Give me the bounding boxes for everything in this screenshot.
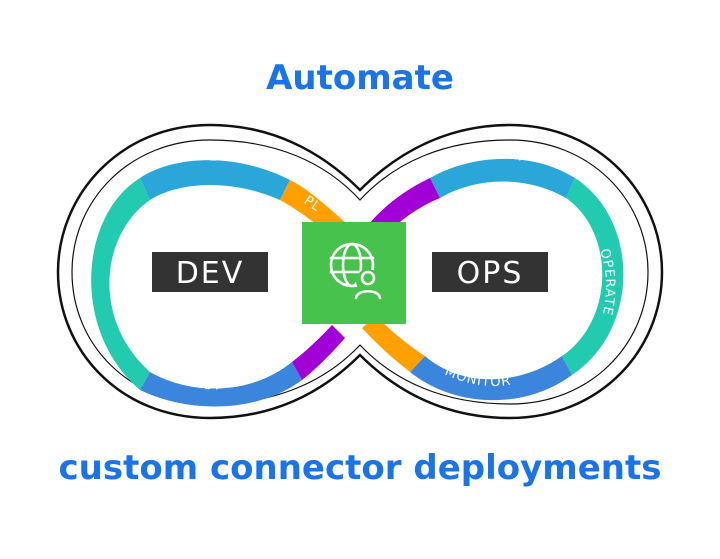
segment-label-test: TEST [184,374,222,394]
center-badge [302,222,406,324]
dev-label: DEV [176,256,245,291]
deploy-segment [430,158,575,198]
ops-label: OPS [457,256,524,291]
test-segment [140,362,302,407]
orange-right-segment [362,316,425,372]
segment-label-deploy: DEPLOY [467,146,527,165]
headline-custom-connector-deployments: custom connector deployments [58,448,662,488]
purple-left-segment [292,325,345,380]
monitor-segment [410,356,572,401]
operate-segment [562,178,624,375]
segment-label-code: CODE [174,149,218,167]
headline-automate: Automate [266,58,454,98]
ops-label-box [432,252,548,292]
dev-label-box [152,252,268,292]
teal-left-segment [91,178,150,390]
globe-user-icon [329,242,382,300]
ops-loop [362,158,624,401]
code-segment [140,160,290,200]
